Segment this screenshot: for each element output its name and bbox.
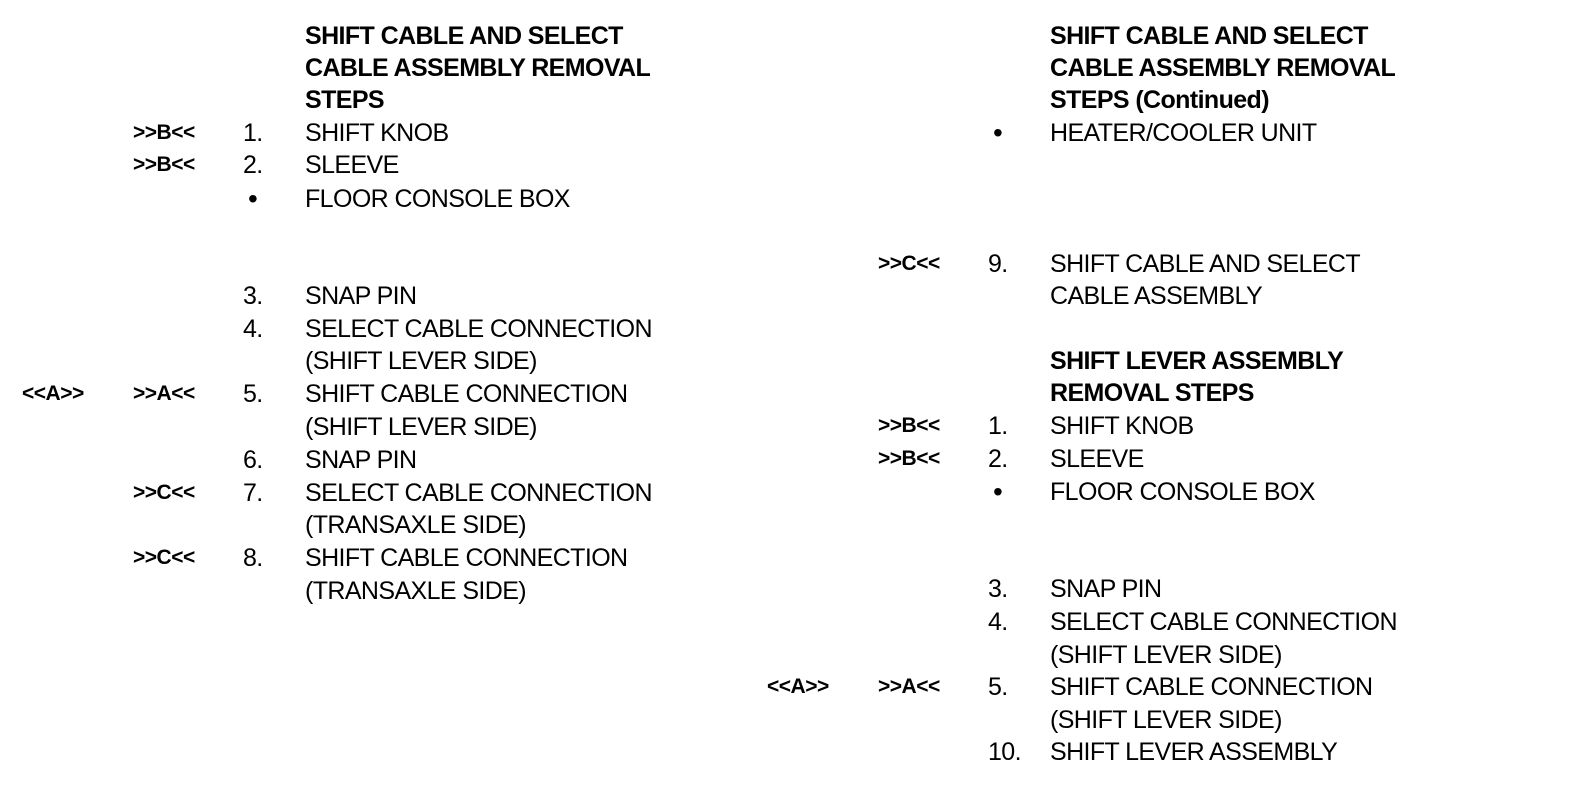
step-row: 4. SELECT CABLE CONNECTION [745, 606, 1584, 638]
step-text: SELECT CABLE CONNECTION [1050, 608, 1398, 636]
reference-mark: <<A>> [767, 675, 829, 698]
step-text: SLEEVE [305, 151, 399, 179]
step-row-continued: (SHIFT LEVER SIDE) [0, 345, 760, 377]
step-row-continued: (SHIFT LEVER SIDE) [745, 639, 1584, 671]
step-row: >>B<< 2. SLEEVE [0, 149, 760, 181]
section-title: SHIFT CABLE AND SELECT CABLE ASSEMBLY RE… [305, 22, 651, 114]
step-number: 4. [988, 608, 1008, 636]
bullet-icon: • [248, 183, 258, 214]
step-row: >>C<< 7. SELECT CABLE CONNECTION [0, 477, 760, 509]
step-row: >>B<< 1. SHIFT KNOB [0, 117, 760, 149]
reference-mark: >>C<< [133, 546, 195, 569]
step-text: (SHIFT LEVER SIDE) [305, 347, 537, 375]
step-text: SELECT CABLE CONNECTION [305, 479, 653, 507]
step-text: SHIFT CABLE CONNECTION [305, 380, 628, 408]
bullet-icon: • [993, 476, 1003, 507]
step-row: >>C<< 9. SHIFT CABLE AND SELECT [745, 248, 1584, 280]
step-row: 10. SHIFT LEVER ASSEMBLY [745, 736, 1584, 768]
step-text: (TRANSAXLE SIDE) [305, 577, 527, 605]
step-number: 1. [243, 119, 263, 147]
reference-mark: >>B<< [878, 447, 940, 470]
step-text: SHIFT KNOB [1050, 412, 1194, 440]
reference-mark: >>B<< [133, 153, 195, 176]
step-row: 3. SNAP PIN [0, 280, 760, 312]
step-row: • FLOOR CONSOLE BOX [745, 476, 1584, 508]
step-row: 6. SNAP PIN [0, 444, 760, 476]
step-row-continued: (TRANSAXLE SIDE) [0, 575, 760, 607]
step-number: 5. [988, 673, 1008, 701]
step-number: 1. [988, 412, 1008, 440]
step-row: >>B<< 1. SHIFT KNOB [745, 410, 1584, 442]
step-row: <<A>> >>A<< 5. SHIFT CABLE CONNECTION [0, 378, 760, 410]
step-text: SHIFT CABLE CONNECTION [1050, 673, 1373, 701]
step-row: >>B<< 2. SLEEVE [745, 443, 1584, 475]
step-row: 4. SELECT CABLE CONNECTION [0, 313, 760, 345]
step-row: <<A>> >>A<< 5. SHIFT CABLE CONNECTION [745, 671, 1584, 703]
step-text: HEATER/COOLER UNIT [1050, 119, 1317, 147]
step-text: (SHIFT LEVER SIDE) [1050, 641, 1282, 669]
step-text: SNAP PIN [305, 282, 417, 310]
step-text: CABLE ASSEMBLY [1050, 282, 1263, 310]
step-text: (TRANSAXLE SIDE) [305, 511, 527, 539]
step-number: 7. [243, 479, 263, 507]
section-title: SHIFT CABLE AND SELECT CABLE ASSEMBLY RE… [1050, 22, 1396, 114]
step-number: 3. [988, 575, 1008, 603]
step-number: 2. [988, 445, 1008, 473]
step-row: 3. SNAP PIN [745, 573, 1584, 605]
step-text: SHIFT LEVER ASSEMBLY [1050, 738, 1338, 766]
step-text: SNAP PIN [305, 446, 417, 474]
step-number: 3. [243, 282, 263, 310]
step-row-continued: (TRANSAXLE SIDE) [0, 509, 760, 541]
reference-mark: <<A>> [22, 382, 84, 405]
step-text: (SHIFT LEVER SIDE) [305, 413, 537, 441]
step-text: SELECT CABLE CONNECTION [305, 315, 653, 343]
reference-mark: >>A<< [133, 382, 195, 405]
step-text: FLOOR CONSOLE BOX [305, 185, 570, 213]
step-number: 8. [243, 544, 263, 572]
step-text: SLEEVE [1050, 445, 1144, 473]
step-text: SHIFT CABLE AND SELECT [1050, 250, 1361, 278]
step-number: 6. [243, 446, 263, 474]
reference-mark: >>C<< [133, 481, 195, 504]
step-number: 10. [988, 738, 1022, 766]
step-row-continued: (SHIFT LEVER SIDE) [745, 704, 1584, 736]
reference-mark: >>B<< [878, 414, 940, 437]
step-row-continued: CABLE ASSEMBLY [745, 280, 1584, 312]
reference-mark: >>C<< [878, 252, 940, 275]
section-title: SHIFT LEVER ASSEMBLY REMOVAL STEPS [1050, 347, 1344, 407]
step-number: 4. [243, 315, 263, 343]
step-number: 5. [243, 380, 263, 408]
step-number: 2. [243, 151, 263, 179]
reference-mark: >>B<< [133, 121, 195, 144]
step-number: 9. [988, 250, 1008, 278]
step-row: • HEATER/COOLER UNIT [745, 117, 1584, 149]
step-row-continued: (SHIFT LEVER SIDE) [0, 411, 760, 443]
reference-mark: >>A<< [878, 675, 940, 698]
step-text: SHIFT CABLE CONNECTION [305, 544, 628, 572]
step-row: • FLOOR CONSOLE BOX [0, 183, 760, 215]
step-text: SHIFT KNOB [305, 119, 449, 147]
step-text: FLOOR CONSOLE BOX [1050, 478, 1315, 506]
bullet-icon: • [993, 117, 1003, 148]
step-text: (SHIFT LEVER SIDE) [1050, 706, 1282, 734]
step-row: >>C<< 8. SHIFT CABLE CONNECTION [0, 542, 760, 574]
step-text: SNAP PIN [1050, 575, 1162, 603]
